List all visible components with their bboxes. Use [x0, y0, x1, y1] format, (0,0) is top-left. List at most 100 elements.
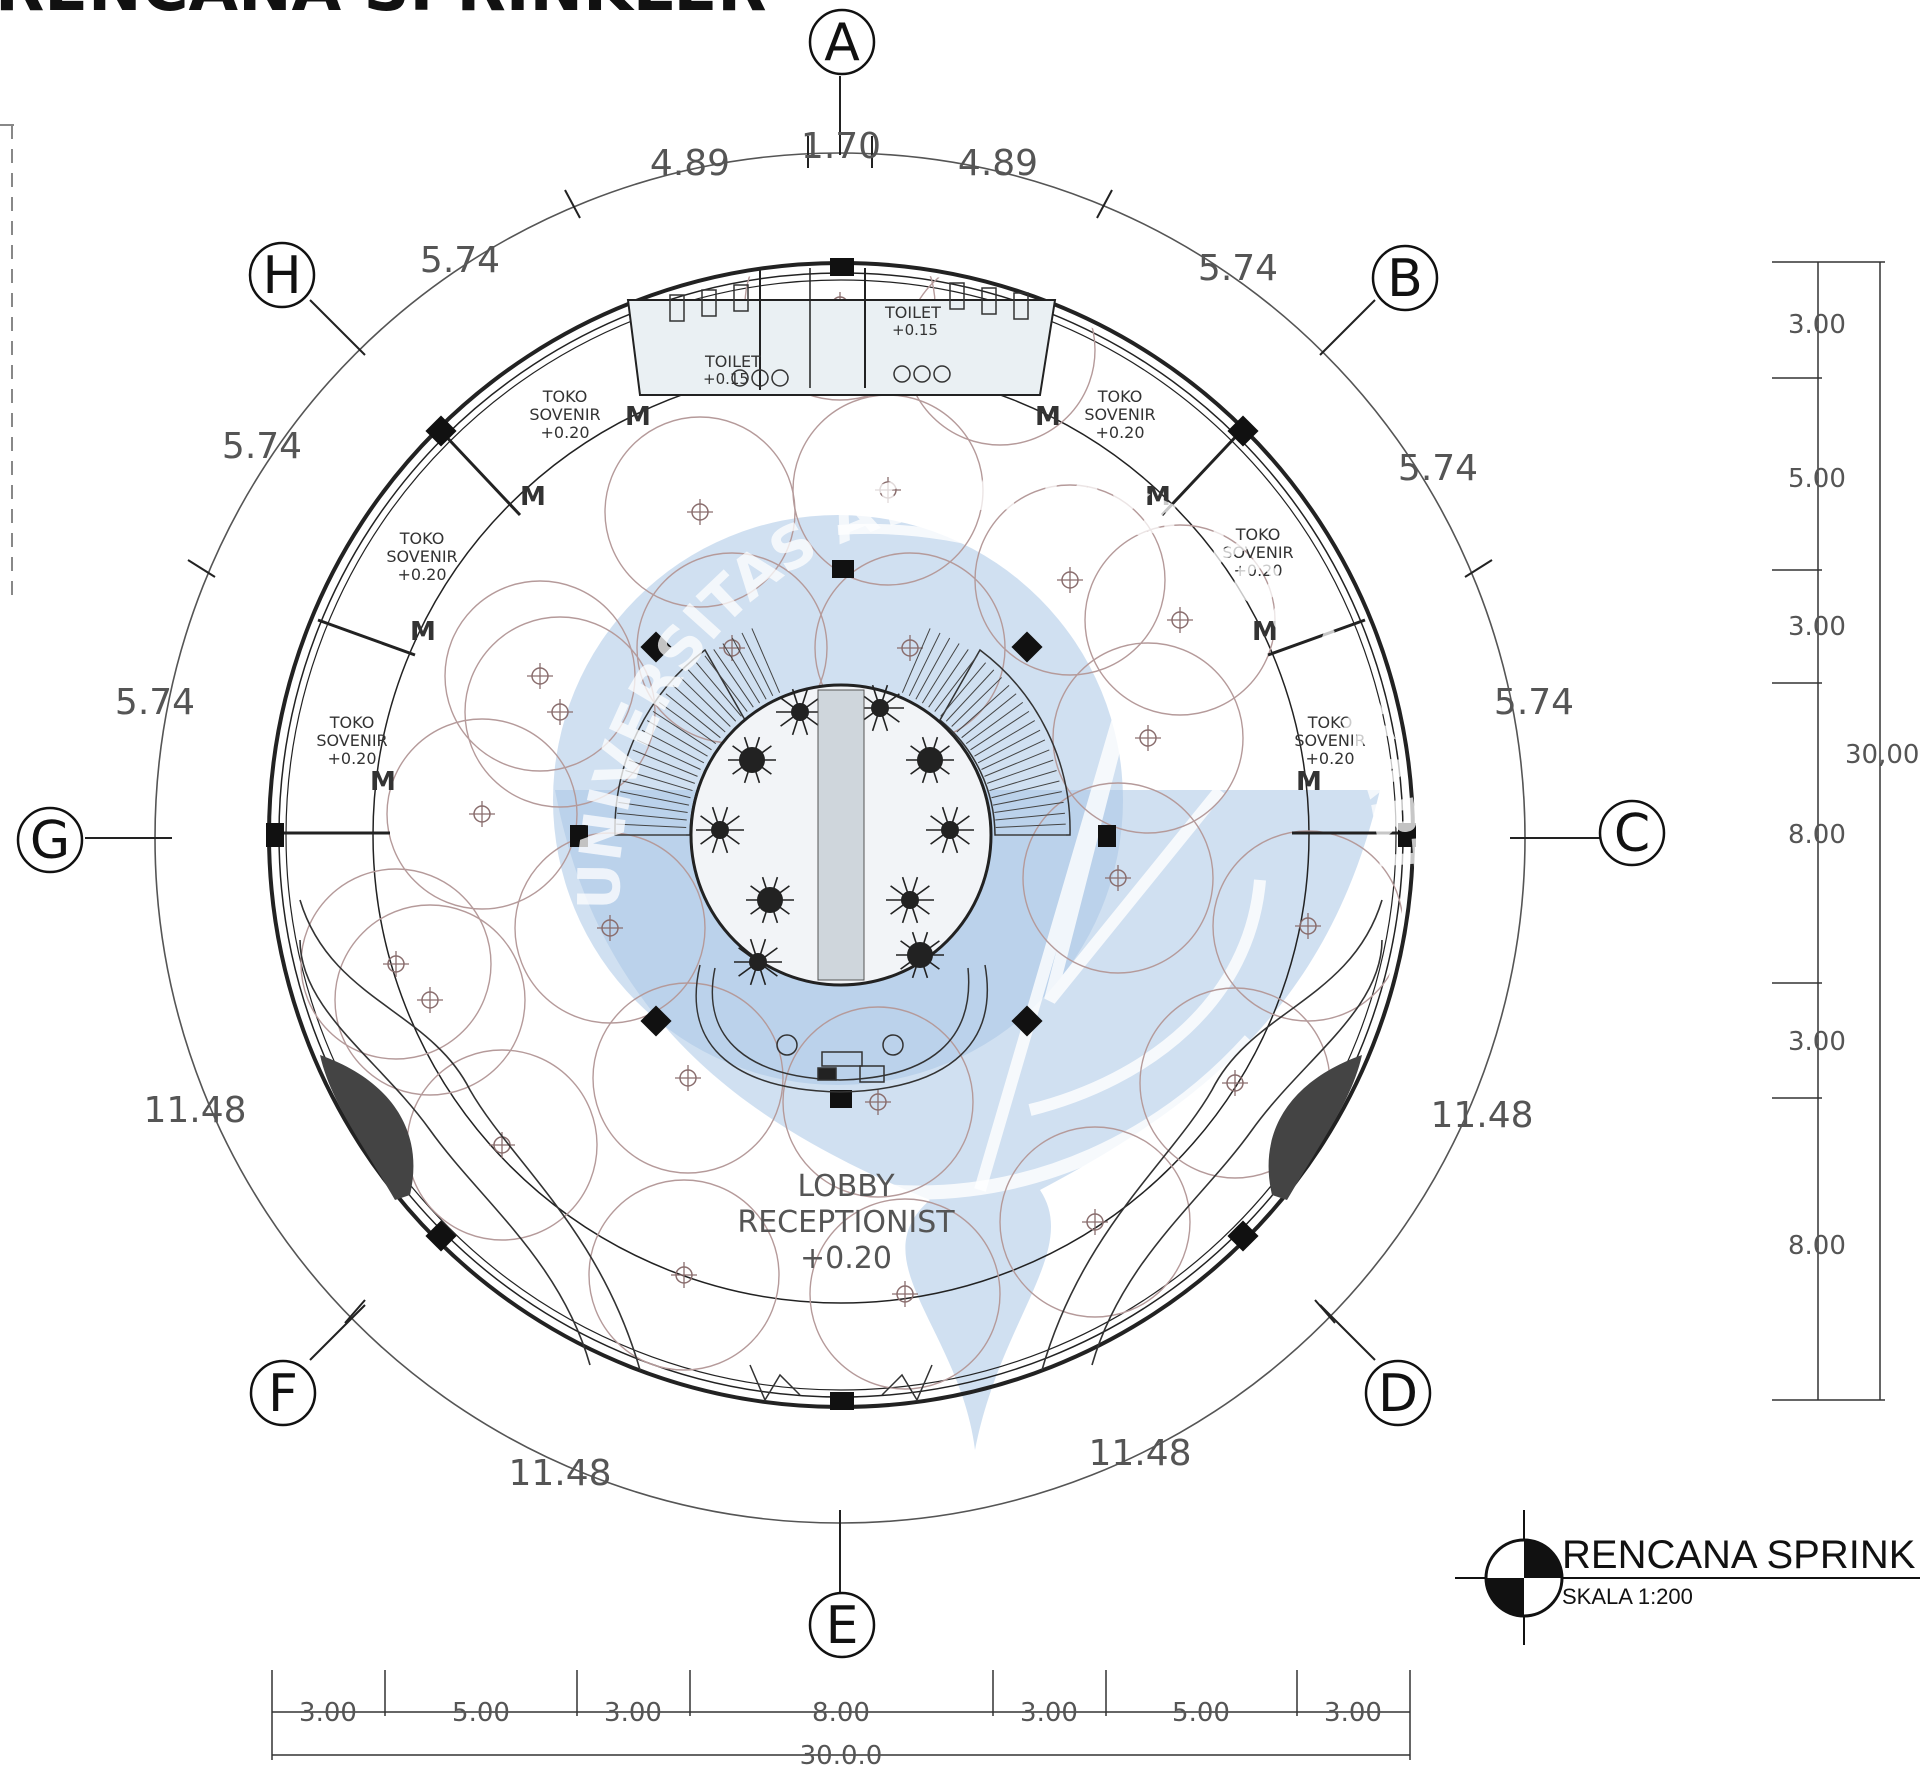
plan-title: RENCANA SPRINK	[1562, 1533, 1916, 1577]
svg-text:30.0.0: 30.0.0	[800, 1741, 883, 1769]
sprinkler-coverage-circle	[444, 580, 636, 772]
landscape-paths	[299, 899, 1383, 1371]
lobby-label: LOBBY RECEPTIONIST +0.20	[737, 1169, 955, 1276]
grid-axis-lines	[85, 76, 1600, 1600]
shop-4-name2: SOVENIR	[1222, 543, 1293, 562]
sprinkler-coverage-circle	[464, 616, 656, 808]
shop-6-name2: SOVENIR	[1294, 731, 1365, 750]
sprinkler-coverage-circle	[588, 1179, 780, 1371]
reception-desk	[695, 964, 988, 1093]
sprinkler-head-icon	[1082, 1209, 1108, 1235]
shop-6-name: TOKO	[1307, 713, 1353, 732]
dim-upper-right-3: 5.74	[1494, 682, 1574, 723]
sprinkler-coverage-circle	[782, 1006, 974, 1198]
svg-text:3.00: 3.00	[1324, 1698, 1382, 1728]
drawing-header-title: RENCANA SPRINKLER	[0, 0, 766, 26]
sprinkler-coverage-circle	[1052, 642, 1244, 834]
svg-text:M: M	[1035, 402, 1061, 432]
svg-text:30,00: 30,00	[1845, 740, 1919, 770]
svg-text:F: F	[268, 1364, 298, 1424]
grid-bubble-c: C	[1598, 799, 1666, 867]
sprinkler-head-icon	[1167, 607, 1193, 633]
svg-text:8.00: 8.00	[1788, 820, 1846, 850]
svg-text:3.00: 3.00	[1788, 310, 1846, 340]
plant-icon	[906, 736, 954, 784]
bottom-dimension-labels: 3.00 5.00 3.00 8.00 3.00 5.00 3.00 30.0.…	[299, 1698, 1382, 1769]
shop-1-name2: SOVENIR	[529, 405, 600, 424]
dim-lower-left-1: 11.48	[143, 1090, 246, 1131]
dim-top-left: 4.89	[650, 143, 730, 184]
plant-icon	[776, 688, 824, 736]
dim-upper-left-2: 5.74	[222, 426, 302, 467]
toilet-right-name: TOILET	[884, 303, 941, 322]
sprinkler-head-icon	[417, 987, 443, 1013]
sprinkler-coverage-circle	[809, 1198, 1001, 1390]
sprinkler-head-icon	[527, 663, 553, 689]
svg-text:D: D	[1378, 1364, 1418, 1424]
shop-2-level: +0.20	[1095, 423, 1144, 442]
sprinkler-coverage-circle	[334, 904, 526, 1096]
shop-5-name2: SOVENIR	[316, 731, 387, 750]
dim-top-right: 4.89	[958, 143, 1038, 184]
sprinkler-head-icon	[875, 477, 901, 503]
grid-bubble-a: A	[808, 8, 876, 76]
planters	[320, 1055, 1362, 1200]
dim-upper-left-3: 5.74	[115, 682, 195, 723]
svg-text:3.00: 3.00	[299, 1698, 357, 1728]
svg-text:M: M	[1296, 767, 1322, 797]
toilet-right-level: +0.15	[892, 321, 938, 339]
svg-text:M: M	[625, 402, 651, 432]
plant-icon	[886, 876, 934, 924]
sprinkler-coverage-circle	[999, 1126, 1191, 1318]
svg-text:5.00: 5.00	[1172, 1698, 1230, 1728]
sprinkler-head-icon	[719, 635, 745, 661]
sprinkler-coverage-circle	[974, 484, 1166, 676]
svg-text:3.00: 3.00	[1020, 1698, 1078, 1728]
shop-6-level: +0.20	[1305, 749, 1354, 768]
shop-4-name: TOKO	[1235, 525, 1281, 544]
svg-text:M: M	[1252, 617, 1278, 647]
svg-text:8.00: 8.00	[1788, 1231, 1846, 1261]
svg-text:5.00: 5.00	[1788, 464, 1846, 494]
plant-icon	[746, 876, 794, 924]
svg-text:E: E	[826, 1596, 859, 1656]
svg-text:M: M	[520, 482, 546, 512]
svg-text:3.00: 3.00	[1788, 612, 1846, 642]
sprinkler-head-icon	[865, 1089, 891, 1115]
title-block: RENCANA SPRINK SKALA 1:200	[1455, 1510, 1920, 1645]
plant-icon	[728, 736, 776, 784]
sprinkler-head-icon	[1222, 1070, 1248, 1096]
central-atrium	[614, 628, 1071, 987]
svg-text:H: H	[262, 246, 301, 306]
right-dimension-chain	[1772, 261, 1885, 1401]
dim-lower-right-2: 11.48	[1088, 1433, 1191, 1474]
svg-text:RECEPTIONIST: RECEPTIONIST	[737, 1205, 955, 1240]
stair-symbols: M M M M M M M M	[370, 402, 1322, 797]
svg-text:+0.20: +0.20	[800, 1241, 892, 1276]
dim-upper-left-1: 5.74	[420, 240, 500, 281]
shop-partitions	[270, 428, 1410, 835]
sprinkler-head-icon	[547, 699, 573, 725]
grid-bubble-h: H	[248, 241, 316, 309]
sprinkler-head-icon	[687, 499, 713, 525]
sprinkler-head-icon	[597, 915, 623, 941]
sprinkler-head-icon	[671, 1262, 697, 1288]
toilet-left-name: TOILET	[704, 352, 761, 371]
dim-lower-left-2: 11.48	[508, 1453, 611, 1494]
svg-text:5.00: 5.00	[452, 1698, 510, 1728]
svg-text:LOBBY: LOBBY	[797, 1169, 895, 1204]
svg-text:M: M	[410, 617, 436, 647]
entrance	[749, 1364, 933, 1402]
sprinkler-head-icon	[892, 1281, 918, 1307]
shop-3-level: +0.20	[397, 565, 446, 584]
grid-bubble-e: E	[808, 1591, 876, 1659]
shop-3-name2: SOVENIR	[386, 547, 457, 566]
grid-bubble-b: B	[1371, 244, 1439, 312]
svg-text:B: B	[1387, 249, 1423, 309]
shop-4-level: +0.20	[1233, 561, 1282, 580]
sprinkler-coverage-circle	[1022, 782, 1214, 974]
shop-1-level: +0.20	[540, 423, 589, 442]
plant-icon	[696, 806, 744, 854]
shop-5-name: TOKO	[329, 713, 375, 732]
